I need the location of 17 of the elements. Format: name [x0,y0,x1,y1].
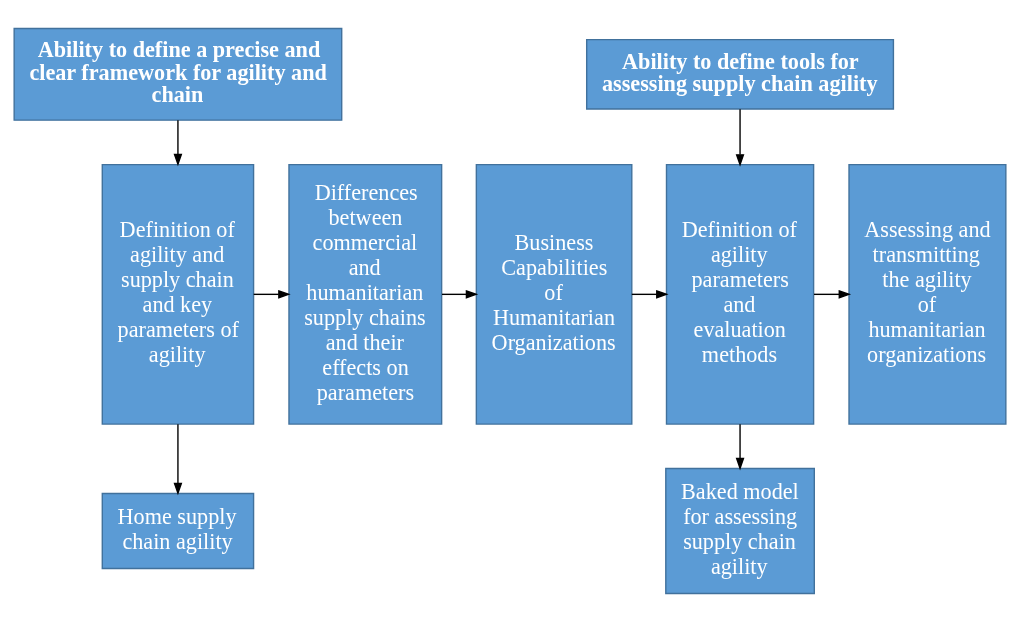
arrow [735,423,745,470]
arrow [253,289,291,299]
node-box: Assessing and transmitting the agility of humanitarian organizations [848,163,1007,425]
arrow [441,289,479,299]
node-box: Differences between commercial and humanitarian supply chains and their effects on parameters [288,163,443,425]
arrow [631,289,669,299]
node-box: Business Capabilities of Humanitarian Organizations [475,163,633,425]
arrow [813,289,852,299]
node-box: Definition of agility and supply chain and key parameters of agility [101,163,255,425]
arrow [173,423,183,495]
node-box: Definition of agility parameters and evaluation methods [665,163,815,425]
arrow [735,108,745,167]
node-box: Ability to define a precise and clear framework for agility and chain [13,27,343,121]
node-box: Home supply chain agility [101,492,255,569]
arrow [173,119,183,166]
node-box: Baked model for assessing supply chain agility [665,467,815,594]
node-box: Ability to define tools for assessing supply chain agility [586,38,895,110]
